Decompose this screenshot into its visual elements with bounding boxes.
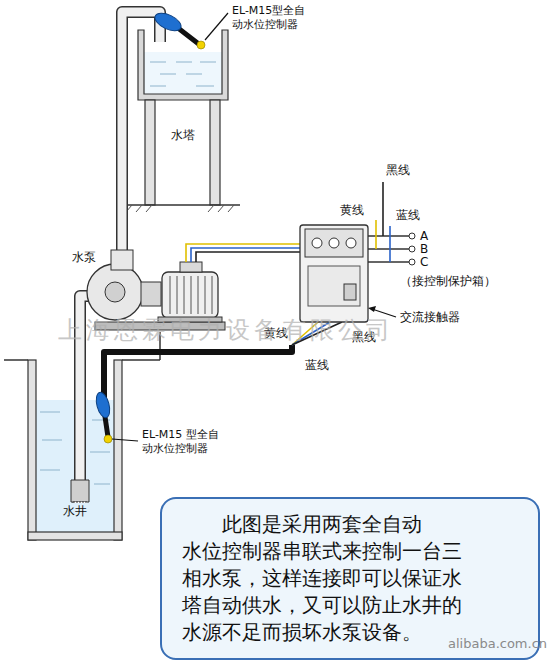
pump-part xyxy=(170,276,212,314)
controller-label: EL-M15型全自 动水位控制器 xyxy=(232,4,322,32)
ac-contactor-part xyxy=(375,220,377,249)
ac-contactor-part xyxy=(346,238,356,248)
water-tower-part xyxy=(138,30,228,100)
water-tower-part xyxy=(210,100,220,205)
level-controller-part xyxy=(178,28,200,45)
level-controller-part xyxy=(152,10,183,35)
motor-wires-part xyxy=(196,252,300,262)
ac-contactor-part xyxy=(300,225,368,322)
pump-part-part xyxy=(198,276,199,314)
pump-part-part xyxy=(184,276,185,314)
ac-contactor-part xyxy=(368,261,409,262)
discharge-pipe-part xyxy=(122,12,160,262)
ac-contactor-part xyxy=(409,246,415,252)
pump-part-part xyxy=(170,276,171,314)
water-well-part xyxy=(28,360,36,540)
ac-contactor-part xyxy=(344,284,356,300)
pump-part-part xyxy=(212,276,213,314)
ac-contactor-part xyxy=(368,235,409,236)
part-label: 交流接触器 xyxy=(400,310,460,324)
water-tower-part-part xyxy=(196,86,214,87)
ac-contactor-part xyxy=(368,306,376,312)
water-tower-part-part xyxy=(150,86,166,87)
suction-pipe-part xyxy=(71,480,89,502)
water-well-part-part xyxy=(42,440,62,441)
level-controller-part xyxy=(197,41,205,49)
water-tower-part-part xyxy=(186,74,202,75)
controller-label: EL-M15 型全自 动水位控制器 xyxy=(142,428,232,456)
pump-part-part xyxy=(205,276,206,314)
level-controller xyxy=(152,10,228,49)
level-controller-part xyxy=(104,345,292,398)
water-tower-part-part xyxy=(200,62,216,63)
node-label: 水井 xyxy=(60,503,90,519)
pump-part xyxy=(180,262,202,272)
level-controller-part xyxy=(112,439,138,441)
water-well: 水井 xyxy=(36,360,114,532)
note-box: 此图是采用两套全自动 水位控制器串联式来控制一台三 相水泵，这样连接即可以保证水… xyxy=(160,497,540,660)
water-well-part xyxy=(114,360,122,540)
terminal-label: C xyxy=(420,255,428,269)
ac-contactor-part xyxy=(389,226,391,262)
ac-contactor-part xyxy=(409,233,415,239)
terminal-label: B xyxy=(420,242,428,256)
level-controller-part xyxy=(94,391,112,419)
note-label: （接控制保护箱） xyxy=(400,274,496,288)
ac-contactor-part xyxy=(372,309,396,317)
water-tower-part-part xyxy=(146,205,152,212)
water-tower-part-part xyxy=(228,205,234,212)
wire-label: 蓝线 xyxy=(396,208,420,222)
wire-label: 黄线 xyxy=(340,203,364,217)
pump-part xyxy=(87,264,143,320)
water-tower-part-part xyxy=(176,62,192,63)
watermark: alibaba.com.cn xyxy=(448,636,547,652)
wire-label: 蓝线 xyxy=(305,358,329,372)
part-label: 水泵 xyxy=(72,250,96,264)
motor-wires xyxy=(186,244,300,262)
watermark: 上海恩霖电力设备有限公司 xyxy=(58,316,394,345)
water-well-part xyxy=(28,532,122,540)
pump-part-part xyxy=(177,276,178,314)
level-controller-part xyxy=(205,13,228,40)
pump-part xyxy=(105,282,125,302)
ac-contactor-part xyxy=(329,238,339,248)
water-well-part-part xyxy=(40,412,60,413)
pump-part xyxy=(111,250,133,270)
water-well-part xyxy=(122,359,160,361)
water-tower-part xyxy=(144,52,222,94)
motor-wires-part xyxy=(191,248,300,262)
water-tower-part-part xyxy=(150,62,166,63)
water-tower xyxy=(126,30,240,212)
ac-contactor-part xyxy=(312,238,322,248)
water-tower-part xyxy=(126,205,234,212)
pump-part xyxy=(141,282,161,306)
water-well-part-part xyxy=(90,452,110,453)
water-tower-part xyxy=(150,62,216,86)
pump-part xyxy=(162,272,218,318)
water-tower-part xyxy=(145,100,155,205)
note-text: 此图是采用两套全自动 水位控制器串联式来控制一台三 相水泵，这样连接即可以保证水… xyxy=(182,511,518,646)
level-controller-part xyxy=(104,435,112,443)
node-label: 水塔 xyxy=(168,127,198,143)
ac-contactor-part xyxy=(382,182,384,236)
ac-contactor xyxy=(300,182,415,322)
water-tower-part-part xyxy=(136,205,142,212)
ac-contactor-part xyxy=(308,266,360,306)
wire-label: 黑线 xyxy=(386,163,410,177)
water-well-part-part xyxy=(40,470,60,471)
water-well-part xyxy=(4,359,28,361)
water-tower-part-part xyxy=(208,205,214,212)
motor-wires-part xyxy=(186,244,300,262)
discharge-pipe xyxy=(122,12,160,262)
terminal-label: A xyxy=(420,229,428,243)
discharge-pipe-part xyxy=(122,12,160,262)
ac-contactor-part xyxy=(409,259,415,265)
ac-contactor-part xyxy=(368,248,409,249)
water-well-part-part xyxy=(94,484,110,485)
ac-contactor-part xyxy=(305,229,363,257)
water-tower-part-part xyxy=(160,74,176,75)
water-tower-part-part xyxy=(218,205,224,212)
tower-body: 水塔 xyxy=(155,100,210,205)
pump-part-part xyxy=(191,276,192,314)
